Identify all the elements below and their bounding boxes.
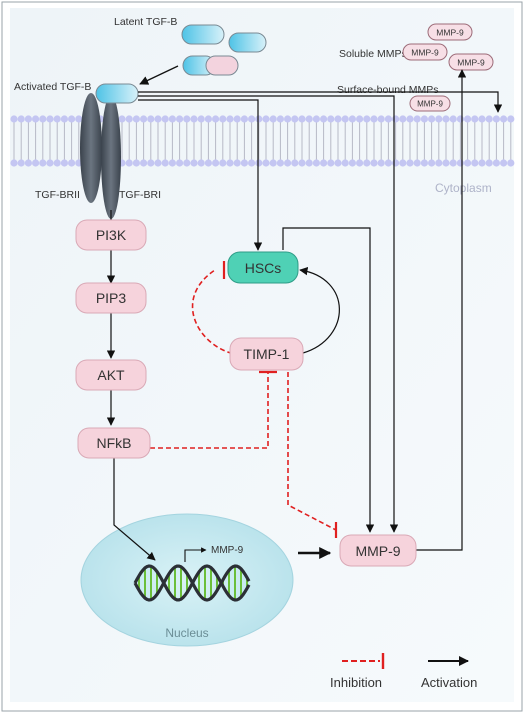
arrow-nfkb-to-nucleus bbox=[113, 458, 156, 561]
arrow-tgfb-to-surface bbox=[138, 91, 503, 113]
inhibition-bars bbox=[222, 261, 338, 538]
inhibit-timp1-to-hscs bbox=[191, 269, 241, 356]
arrow-timp1-to-hscs bbox=[299, 267, 340, 354]
mmp-bubbles: MMP-9 MMP-9 MMP-9 MMP-9 bbox=[402, 23, 494, 112]
soluble-mmps-label: Soluble MMPs bbox=[339, 48, 407, 60]
gene-mmp9-label: MMP-9 bbox=[211, 545, 244, 556]
mmp9-bubble: MMP-9 bbox=[457, 58, 485, 68]
node-mmp9[interactable]: MMP-9 bbox=[339, 534, 417, 567]
node-pi3k[interactable]: PI3K bbox=[75, 219, 147, 251]
arrow-tgfb-to-mmp9 bbox=[138, 95, 399, 533]
surface-bound-mmps-label: Surface-bound MMPs bbox=[337, 84, 439, 96]
node-pip3-label: PIP3 bbox=[96, 290, 127, 306]
mmp9-bubble: MMP-9 bbox=[411, 48, 439, 58]
gene-promoter-arrow bbox=[184, 547, 207, 562]
tgfb-receptor bbox=[80, 93, 121, 219]
node-nfkb[interactable]: NFkB bbox=[77, 427, 151, 459]
dna-helix bbox=[133, 564, 251, 602]
tgf-bri-label: TGF-BRI bbox=[119, 189, 161, 201]
inhibit-nfkb-to-timp1 bbox=[150, 372, 269, 449]
latent-tgfb-molecules bbox=[181, 24, 267, 76]
node-akt-label: AKT bbox=[97, 367, 125, 383]
node-timp1[interactable]: TIMP-1 bbox=[229, 337, 304, 371]
latent-tgfb-label: Latent TGF-B bbox=[114, 16, 177, 28]
legend: Inhibition Activation bbox=[330, 653, 477, 690]
node-pip3[interactable]: PIP3 bbox=[75, 282, 147, 314]
arrow-hscs-to-mmp9 bbox=[282, 227, 375, 533]
activated-tgfb-molecule bbox=[95, 83, 139, 104]
node-nfkb-label: NFkB bbox=[97, 435, 132, 451]
legend-activation-label: Activation bbox=[421, 675, 477, 690]
node-akt[interactable]: AKT bbox=[75, 359, 147, 391]
arrow-mmp9-to-soluble bbox=[416, 69, 467, 551]
activation-arrows bbox=[106, 69, 503, 561]
legend-inhibition-label: Inhibition bbox=[330, 675, 382, 690]
tgf-brii-label: TGF-BRII bbox=[35, 189, 80, 201]
mmp9-bubble: MMP-9 bbox=[436, 28, 464, 38]
inhibition-lines bbox=[150, 269, 337, 531]
node-mmp9-label: MMP-9 bbox=[355, 543, 400, 559]
node-hscs[interactable]: HSCs bbox=[227, 251, 299, 284]
activated-tgfb-label: Activated TGF-B bbox=[14, 81, 91, 93]
node-timp1-label: TIMP-1 bbox=[244, 346, 290, 362]
cell-membrane bbox=[10, 115, 515, 167]
node-hscs-label: HSCs bbox=[245, 260, 282, 276]
inhibit-timp1-to-mmp9 bbox=[287, 372, 337, 531]
nucleus-label: Nucleus bbox=[165, 626, 208, 640]
node-pi3k-label: PI3K bbox=[96, 227, 127, 243]
arrow-tgfb-to-hscs bbox=[138, 99, 263, 251]
cytoplasm-label: Cytoplasm bbox=[435, 181, 492, 195]
arrow-latent-to-activated bbox=[139, 65, 179, 85]
mmp9-bubble: MMP-9 bbox=[417, 100, 443, 109]
